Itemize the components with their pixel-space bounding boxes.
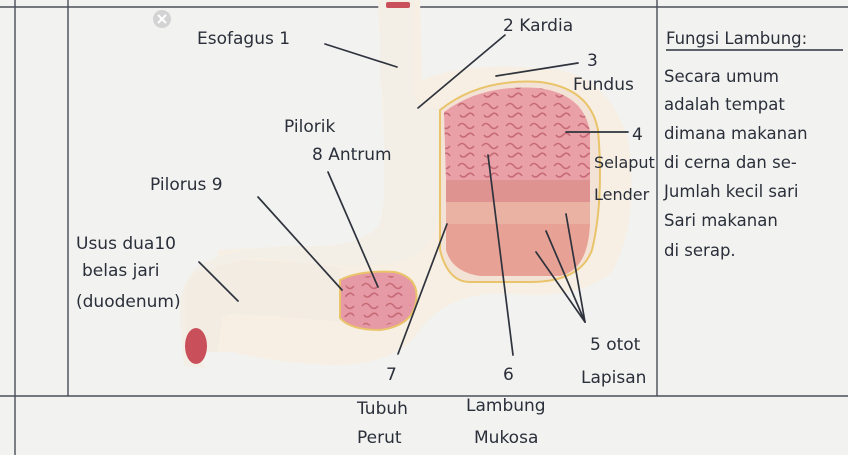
stomach-illustration [180, 0, 632, 368]
label-lambung: Lambung [466, 396, 546, 416]
label-lapisan-num: 5 otot [590, 335, 641, 355]
duodenum-opening [185, 328, 207, 364]
label-fundus-num: 3 [587, 51, 598, 71]
label-num-7: 7 [386, 365, 397, 385]
label-selaput-num: 4 [632, 125, 643, 145]
label-lapisan: Lapisan [581, 368, 646, 388]
notes-line-4: di cerna dan se- [664, 153, 797, 172]
notes-line-6: Sari makanan [664, 211, 778, 230]
muscle-band-2 [446, 202, 590, 224]
notes-title: Fungsi Lambung: [666, 29, 807, 48]
label-fundus: Fundus [573, 75, 634, 95]
label-selaput-1: Selaput [594, 153, 655, 172]
label-usus-1: Usus dua10 [76, 234, 176, 254]
label-tubuh: Tubuh [356, 399, 408, 419]
label-mukosa: Mukosa [474, 428, 538, 448]
label-selaput-2: Lender [594, 185, 650, 204]
label-perut: Perut [357, 428, 402, 448]
label-pilorus: Pilorus 9 [150, 175, 223, 195]
label-antrum: 8 Antrum [312, 145, 392, 165]
esophagus-opening [386, 2, 410, 8]
label-num-6: 6 [503, 365, 514, 385]
notes-line-3: dimana makanan [664, 124, 808, 143]
label-pilorik: Pilorik [284, 117, 335, 137]
label-usus-3: (duodenum) [76, 292, 181, 312]
notes-line-1: Secara umum [664, 67, 779, 86]
notes-line-5: Jumlah kecil sari [663, 182, 798, 201]
close-icon[interactable] [153, 10, 171, 28]
label-usus-2: belas jari [82, 261, 160, 281]
notes-column: Fungsi Lambung: Secara umum adalah tempa… [663, 29, 843, 260]
muscle-band-1 [446, 180, 590, 202]
label-esofagus: Esofagus 1 [197, 29, 290, 49]
notes-line-7: di serap. [664, 241, 736, 260]
notes-line-2: adalah tempat [664, 95, 785, 114]
label-kardia: 2 Kardia [503, 16, 573, 36]
